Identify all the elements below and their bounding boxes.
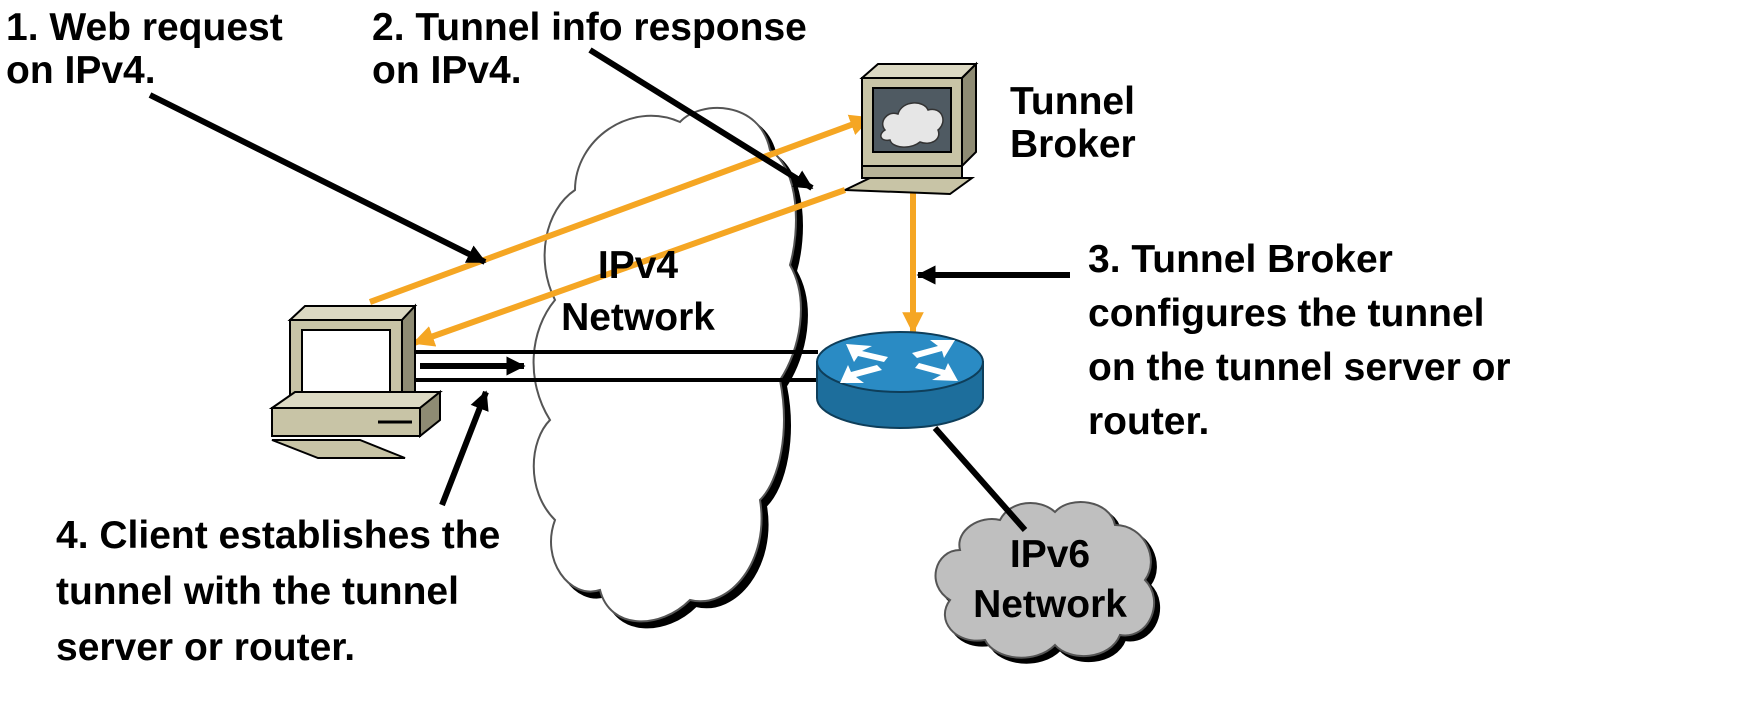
step3-line-1: 3. Tunnel Broker xyxy=(1088,238,1393,281)
client-computer-icon xyxy=(268,303,443,459)
step2-line-2: on IPv4. xyxy=(372,49,522,92)
tunnel-broker-icon xyxy=(844,61,979,196)
ipv6-network-line-1: IPv6 xyxy=(1009,533,1091,576)
step4-callout-arrow xyxy=(439,390,489,507)
step4-line-3: server or router. xyxy=(56,626,356,669)
step3-line-2: configures the tunnel xyxy=(1088,292,1485,335)
step1-label: 1. Web request on IPv4. xyxy=(6,6,283,92)
router-icon xyxy=(816,331,984,429)
step1-callout-arrow xyxy=(148,92,487,265)
web-request-flow xyxy=(368,114,872,305)
step3-line-3: on the tunnel server or xyxy=(1088,346,1511,389)
step3-line-4: router. xyxy=(1088,400,1210,443)
ipv6-network-line-2: Network xyxy=(973,583,1127,626)
tunnel-info-response-flow xyxy=(412,187,847,347)
tunnel-broker-line-1: Tunnel xyxy=(1010,80,1135,123)
step1-line-1: 1. Web request xyxy=(6,6,283,49)
ipv4-network-line-1: IPv4 xyxy=(597,244,679,287)
router-ipv6-link xyxy=(932,426,1028,532)
step2-callout-arrow xyxy=(588,47,814,191)
step2-line-1: 2. Tunnel info response xyxy=(372,6,807,49)
tunnel-broker-line-2: Broker xyxy=(1010,123,1136,166)
step4-label: 4. Client establishes the tunnel with th… xyxy=(56,508,500,676)
ipv4-network-line-2: Network xyxy=(561,296,715,339)
ipv6-cloud-icon xyxy=(934,501,1160,664)
ipv4-network-label: IPv4 Network xyxy=(548,240,728,344)
step4-line-1: 4. Client establishes the xyxy=(56,514,501,557)
step1-line-2: on IPv4. xyxy=(6,49,156,92)
step2-label: 2. Tunnel info response on IPv4. xyxy=(372,6,807,92)
tunnel-broker-label: Tunnel Broker xyxy=(1010,80,1136,166)
step4-line-2: tunnel with the tunnel xyxy=(56,570,459,613)
ipv6-network-label: IPv6 Network xyxy=(960,530,1140,630)
step3-label: 3. Tunnel Broker configures the tunnel o… xyxy=(1088,233,1511,449)
ipv4-cloud-icon xyxy=(532,106,808,629)
